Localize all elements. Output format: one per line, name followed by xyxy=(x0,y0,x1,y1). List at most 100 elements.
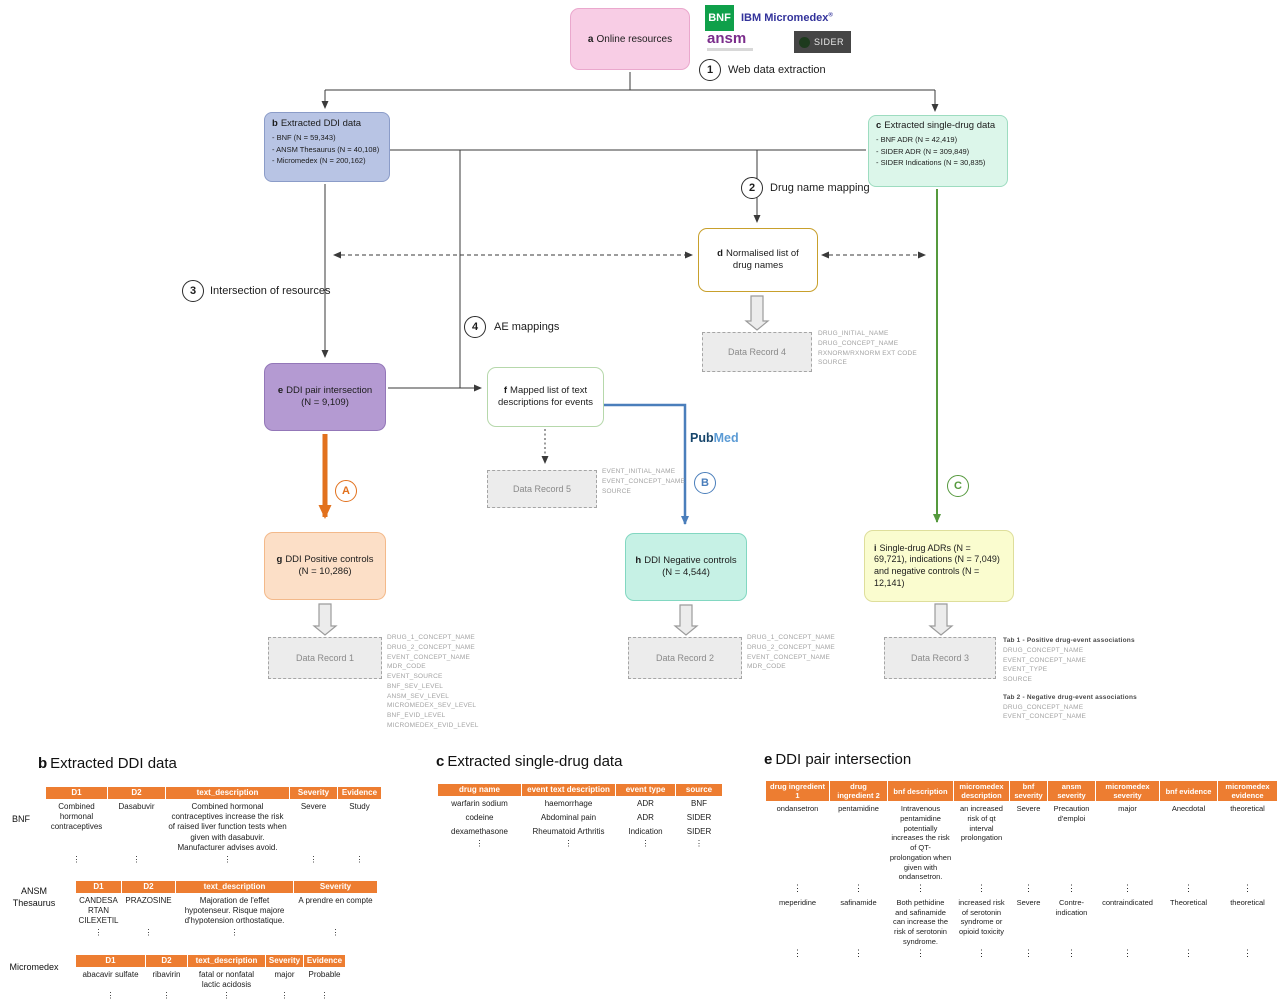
step-number: 4 xyxy=(471,321,479,333)
column-header: ansm severity xyxy=(1047,780,1096,802)
table-row: codeine Abdominal pain ADR SIDER xyxy=(438,811,723,825)
micromedex-ddi-table: D1 D2 text_description Severity Evidence… xyxy=(75,954,346,1002)
ellipsis-cell: ⋮ xyxy=(977,947,986,958)
column-header: text_description xyxy=(175,880,294,894)
ansm-ddi-table: D1 D2 text_description Severity CANDESAR… xyxy=(75,880,378,940)
ellipsis-cell: ⋮ xyxy=(1184,947,1193,958)
ellipsis-cell: ⋮ xyxy=(1243,883,1252,893)
ellipsis-cell: ⋮ xyxy=(72,854,81,864)
table-cell: Severe xyxy=(1016,804,1041,813)
box-e-title: DDI pair intersection xyxy=(286,384,373,396)
step-1-label: Web data extraction xyxy=(728,64,826,76)
box-i-title: Single-drug ADRs (N = 69,721), indicatio… xyxy=(874,542,1000,588)
ibm-micromedex-logo: IBM Micromedex® xyxy=(741,12,833,24)
step-label-text: Drug name mapping xyxy=(770,182,870,194)
record-field: EVENT_CONCEPT_NAME xyxy=(1003,656,1087,664)
ellipsis-cell: ⋮ xyxy=(1243,947,1252,958)
box-g-tag: g xyxy=(276,553,283,565)
branch-letter: C xyxy=(954,480,962,492)
header-row: D1 D2 text_description Severity xyxy=(75,880,378,894)
block-arrow-d-to-record4 xyxy=(744,295,770,331)
source-label-ansm: ANSM Thesaurus xyxy=(12,886,56,908)
section-title: DDI pair intersection xyxy=(775,751,912,768)
ellipsis-cell: ⋮ xyxy=(280,991,289,1001)
step-label-text: Web data extraction xyxy=(728,64,826,76)
table-cell: fatal or nonfatal lactic acidosis xyxy=(198,969,255,989)
table-row: dexamethasone Rheumatoid Arthritis Indic… xyxy=(438,825,723,839)
table-row: CANDESARTAN CILEXETIL PRAZOSINE Majorati… xyxy=(76,893,378,929)
sider-logo-icon xyxy=(799,36,810,48)
ellipsis-cell: ⋮ xyxy=(1024,883,1033,893)
record-field: EVENT_CONCEPT_NAME xyxy=(602,477,686,485)
ellipsis-cell: ⋮ xyxy=(854,947,863,958)
branch-letter: B xyxy=(701,477,709,489)
column-header: micromedex severity xyxy=(1095,780,1160,802)
table-cell: Majoration de l'effet hypotenseur. Risqu… xyxy=(184,895,285,926)
box-h-tag: h xyxy=(635,554,642,566)
box-a-tag: a xyxy=(587,33,594,45)
ellipsis-row: ⋮ ⋮ ⋮ ⋮ xyxy=(438,838,723,851)
record-field: ANSM_SEV_LEVEL xyxy=(387,692,450,700)
box-c-title: Extracted single-drug data xyxy=(884,120,996,131)
section-tag: e xyxy=(764,751,773,768)
data-record-3: Data Record 3 xyxy=(884,637,996,679)
box-h-subtitle: (N = 4,544) xyxy=(662,567,710,578)
section-tag: b xyxy=(38,755,48,772)
data-record-4-fields: DRUG_INITIAL_NAME DRUG_CONCEPT_NAME RXNO… xyxy=(818,329,917,368)
ellipsis-row: ⋮ ⋮ ⋮ ⋮ ⋮ ⋮ ⋮ ⋮ ⋮ xyxy=(766,947,1278,961)
ellipsis-row: ⋮ ⋮ ⋮ ⋮ xyxy=(76,927,378,940)
table-cell: codeine xyxy=(465,812,494,822)
table-cell: SIDER xyxy=(686,812,712,822)
column-header: source xyxy=(675,783,723,797)
record-field: EVENT_INITIAL_NAME xyxy=(602,468,676,475)
ibm-micromedex-text: IBM Micromedex xyxy=(741,12,829,24)
column-header: bnf description xyxy=(887,780,954,802)
table-cell: Dasabuvir xyxy=(118,801,155,811)
table-cell: major xyxy=(274,969,295,979)
record-field: MICROMEDEX_EVID_LEVEL xyxy=(387,721,479,729)
box-b-item: - BNF (N = 59,343) xyxy=(272,132,336,142)
record-field: SOURCE xyxy=(602,487,632,495)
pubmed-logo: PubMed xyxy=(690,431,739,445)
data-record-2: Data Record 2 xyxy=(628,637,742,679)
table-cell: theoretical xyxy=(1230,897,1265,907)
table-cell: CANDESARTAN CILEXETIL xyxy=(78,895,119,926)
ellipsis-cell: ⋮ xyxy=(1184,883,1193,893)
table-cell: pentamidine xyxy=(838,804,879,813)
ellipsis-row: ⋮ ⋮ ⋮ ⋮ ⋮ xyxy=(76,992,346,1002)
ddi-pair-intersection-table: drug ingredient 1 drug ingredient 2 bnf … xyxy=(765,780,1278,961)
ellipsis-cell: ⋮ xyxy=(1067,883,1076,893)
branch-a-circle: A xyxy=(335,480,357,502)
record-field: MDR_CODE xyxy=(387,663,426,671)
record-field: DRUG_2_CONCEPT_NAME xyxy=(387,643,475,651)
record-field: DRUG_INITIAL_NAME xyxy=(818,330,889,337)
box-d-tag: d xyxy=(717,247,723,259)
record-field: BNF_EVID_LEVEL xyxy=(387,712,446,719)
record-field: MDR_CODE xyxy=(747,663,786,671)
table-cell: dexamethasone xyxy=(451,827,508,837)
ellipsis-cell: ⋮ xyxy=(223,854,232,864)
ellipsis-row: ⋮ ⋮ ⋮ ⋮ ⋮ ⋮ ⋮ ⋮ ⋮ xyxy=(766,883,1278,896)
table-cell: PRAZOSINE xyxy=(125,895,172,905)
step-1-circle: 1 xyxy=(699,59,721,81)
box-e-subtitle: (N = 9,109) xyxy=(301,397,349,408)
ellipsis-cell: ⋮ xyxy=(1067,947,1076,958)
column-header: bnf evidence xyxy=(1159,780,1218,802)
branch-b-arrow xyxy=(604,403,689,525)
ellipsis-cell: ⋮ xyxy=(162,991,171,1001)
table-cell: SIDER xyxy=(686,827,712,837)
column-header: D2 xyxy=(121,880,176,894)
column-header: D2 xyxy=(107,786,166,800)
ellipsis-cell: ⋮ xyxy=(475,838,484,848)
box-c-tag: c xyxy=(876,120,882,131)
ellipsis-cell: ⋮ xyxy=(94,927,103,937)
ellipsis-cell: ⋮ xyxy=(793,883,802,893)
